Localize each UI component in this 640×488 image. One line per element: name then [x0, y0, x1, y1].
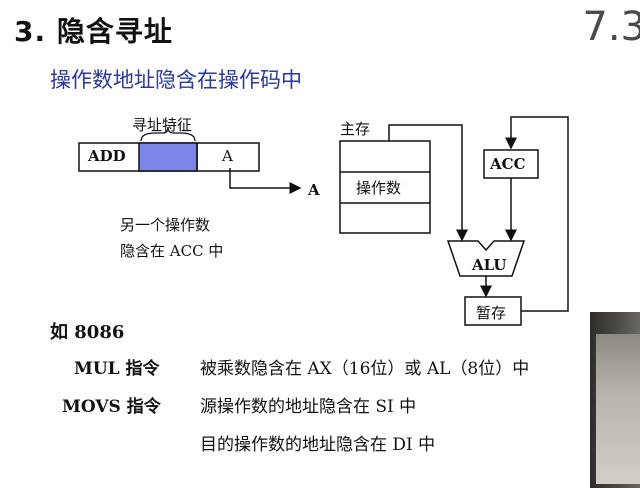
- memory-operand-cell: 操作数: [356, 179, 402, 197]
- memory-label: 主存: [340, 120, 371, 138]
- note-line-2: 隐含在 ACC 中: [120, 242, 224, 260]
- main-memory: [339, 140, 431, 234]
- alu-label: ALU: [472, 256, 507, 274]
- example-desc-2: 源操作数的地址隐含在 SI 中: [200, 397, 417, 417]
- address-label: A: [308, 181, 320, 199]
- memory-to-alu-wire: [388, 124, 468, 242]
- example-desc-3: 目的操作数的地址隐含在 DI 中: [200, 435, 436, 455]
- example-desc-1: 被乘数隐含在 AX（16位）或 AL（8位）中: [200, 359, 530, 379]
- alu-unit: [446, 240, 526, 277]
- examples-heading: 如 8086: [50, 322, 125, 343]
- temp-label: 暂存: [476, 304, 507, 322]
- temp-register: [464, 296, 522, 326]
- example-instr-1: MUL 指令: [74, 359, 160, 379]
- section-number: 7.3: [582, 4, 640, 50]
- addressing-feature-field: [138, 142, 198, 172]
- address-field-text: A: [222, 147, 233, 165]
- feature-brace: [140, 126, 196, 142]
- presenter-video-thumbnail: [590, 312, 640, 488]
- acc-register: [483, 149, 539, 179]
- address-arrow: [229, 168, 302, 194]
- acc-label: ACC: [490, 155, 526, 173]
- slide-title: 3. 隐含寻址: [14, 15, 173, 48]
- feedback-wire: [505, 116, 569, 312]
- slide-subtitle: 操作数地址隐含在操作码中: [50, 68, 302, 92]
- opcode-text: ADD: [88, 147, 126, 165]
- note-line-1: 另一个操作数: [120, 216, 211, 234]
- feature-label: 寻址特征: [132, 116, 193, 134]
- example-instr-2: MOVS 指令: [62, 397, 161, 417]
